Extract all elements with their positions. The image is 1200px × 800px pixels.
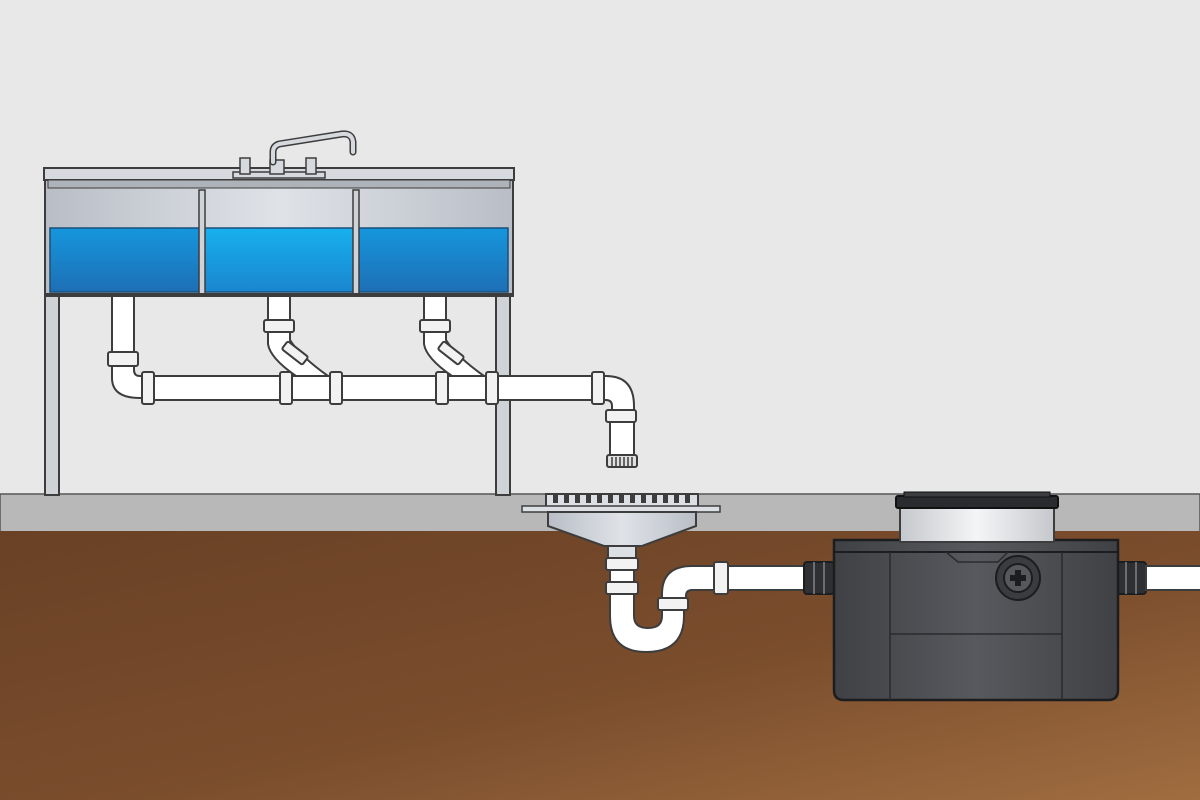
interceptor-lid [895, 495, 1059, 509]
coupling [605, 581, 639, 595]
coupling [437, 340, 465, 366]
coupling [591, 371, 605, 405]
drain-outlet-cap [606, 454, 638, 468]
drain-drop-right [423, 295, 447, 323]
coupling [279, 371, 293, 405]
coupling [605, 409, 637, 423]
drain-tailpiece [609, 421, 635, 457]
sink-drain-piping [107, 295, 638, 468]
three-compartment-sink [43, 130, 515, 496]
coupling [657, 597, 689, 611]
coupling [435, 371, 449, 405]
coupling [485, 371, 499, 405]
floor-sink-body [547, 511, 697, 547]
drain-drop-left [111, 295, 135, 357]
water-compartment-middle [203, 227, 355, 293]
coupling [141, 371, 155, 405]
coupling [329, 371, 343, 405]
interceptor-outlet-pipe [1145, 565, 1200, 591]
water-compartment-right [357, 227, 509, 293]
drain-drop-middle [267, 295, 291, 323]
floor-sink [521, 493, 721, 561]
coupling [281, 340, 309, 366]
water-compartment-left [49, 227, 201, 293]
interceptor-outlet-connector [1115, 561, 1147, 595]
horizontal-drain-trunk [145, 375, 599, 401]
sink-divider-2 [352, 189, 360, 295]
grease-interceptor [803, 491, 1200, 702]
coupling [263, 319, 295, 333]
interceptor-inlet-connector [803, 561, 835, 595]
plus-screw-icon [995, 555, 1041, 601]
faucet-icon [232, 130, 357, 179]
sink-divider-1 [198, 189, 206, 295]
sink-leg-left [44, 289, 60, 496]
coupling [107, 351, 139, 367]
coupling [419, 319, 451, 333]
coupling [713, 561, 729, 595]
coupling [605, 557, 639, 571]
interceptor-body [832, 538, 1120, 702]
p-trap [605, 557, 809, 654]
trap-arm-pipe [727, 565, 809, 591]
interceptor-riser-collar [899, 505, 1055, 543]
grate-slots [553, 494, 690, 503]
